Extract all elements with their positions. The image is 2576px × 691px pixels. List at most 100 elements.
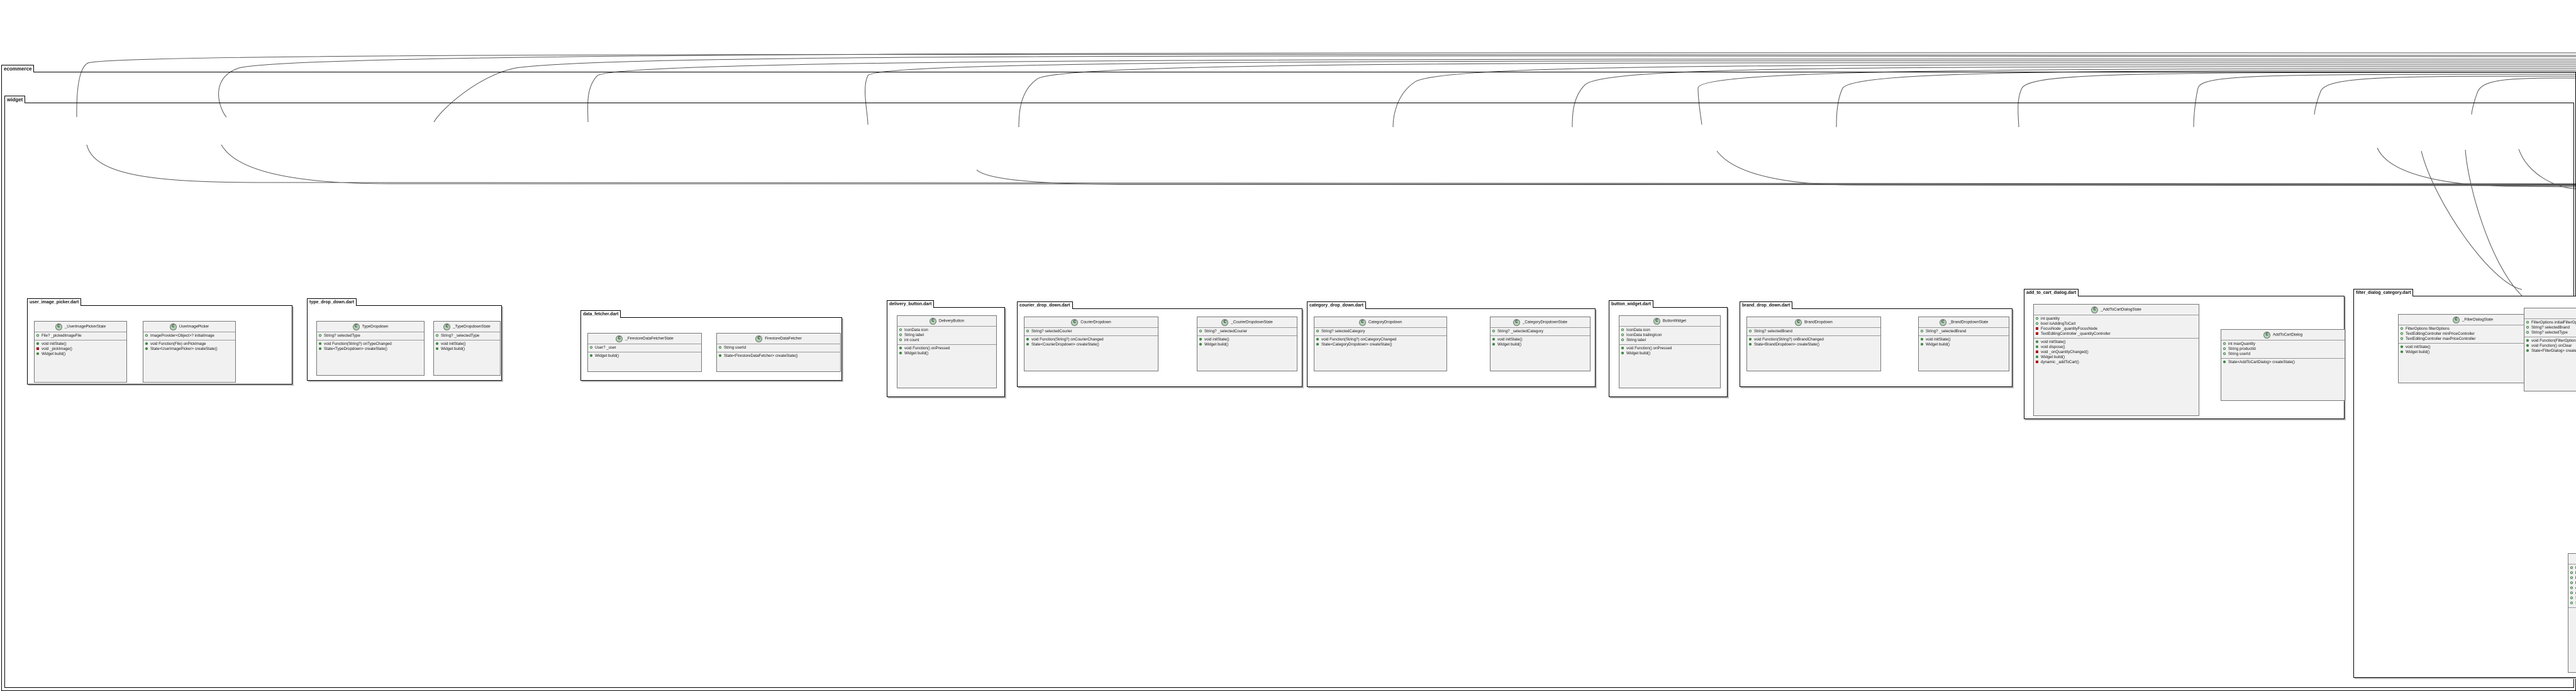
field-row: String productId bbox=[2223, 347, 2343, 352]
class-header: C_BrandDropdownState bbox=[1919, 317, 2009, 328]
field-text: String? _selectedCourier bbox=[1204, 329, 1248, 334]
method-text: void initState() bbox=[1204, 337, 1230, 342]
visibility-icon bbox=[590, 354, 592, 357]
method-row: State<CategoryDropdown> createState() bbox=[1316, 342, 1445, 347]
class-fields: String? selectedCourier bbox=[1024, 328, 1158, 336]
class-methods: void initState()Widget build() bbox=[1919, 336, 2009, 349]
field-row: double? maxPri bbox=[2570, 591, 2576, 596]
class-header: CFilterOp bbox=[2568, 554, 2576, 565]
class-fields: User? _user bbox=[588, 344, 701, 352]
class-name: _AddToCartDialogState bbox=[2101, 307, 2141, 312]
field-row: String? selected bbox=[2570, 601, 2576, 606]
method-row: void initState() bbox=[1199, 337, 1295, 342]
visibility-icon bbox=[2526, 331, 2529, 334]
file-label: add_to_cart_dialog.dart bbox=[2024, 289, 2079, 296]
visibility-icon bbox=[2570, 602, 2573, 605]
field-row: int quantity bbox=[2036, 317, 2197, 322]
class-header: C_CategoryDropdownState bbox=[1491, 317, 1590, 328]
visibility-icon bbox=[1621, 347, 1624, 350]
field-text: IconData icon bbox=[904, 328, 928, 332]
visibility-icon bbox=[2570, 576, 2573, 580]
field-row: String? _selectedCategory bbox=[1492, 329, 1588, 334]
package-widget-label: widget bbox=[4, 96, 26, 103]
file-label: user_image_picker.dart bbox=[27, 298, 82, 306]
method-text: Widget build() bbox=[1626, 351, 1651, 356]
method-text: Widget build() bbox=[595, 354, 619, 358]
field-row: IconData icon bbox=[899, 328, 994, 333]
field-text: String userId bbox=[2228, 352, 2251, 356]
visibility-icon bbox=[1026, 338, 1029, 341]
method-row: void Function(String?) onTypeChanged bbox=[319, 342, 422, 347]
class-stereotype-icon: C bbox=[755, 335, 763, 342]
field-text: IconData trailingIcon bbox=[1626, 333, 1662, 337]
connector-line bbox=[587, 59, 2576, 123]
visibility-icon bbox=[2526, 339, 2529, 342]
visibility-icon bbox=[2526, 326, 2529, 329]
visibility-icon bbox=[1492, 343, 1495, 346]
field-text: FilterOptions filterOptions bbox=[2406, 327, 2450, 331]
method-row: Widget build() bbox=[1921, 342, 2007, 347]
connector-line bbox=[86, 144, 2576, 184]
visibility-icon bbox=[36, 352, 39, 356]
method-text: void _onQuantityChanged() bbox=[2041, 350, 2089, 354]
connector-line bbox=[976, 169, 2576, 186]
visibility-icon bbox=[436, 347, 438, 351]
visibility-icon bbox=[436, 342, 438, 346]
field-row: bool sortPriceDe bbox=[2570, 581, 2576, 586]
class-name: CategoryDropdown bbox=[1368, 320, 1402, 325]
class-stereotype-icon: C bbox=[1221, 319, 1229, 326]
method-row: Widget build() bbox=[1492, 342, 1588, 347]
visibility-icon bbox=[2036, 351, 2038, 354]
connector-line bbox=[76, 53, 2576, 118]
class-methods: void initState()Widget build() bbox=[1197, 336, 1297, 349]
visibility-icon bbox=[2036, 356, 2038, 359]
field-row: String label bbox=[1621, 338, 1718, 343]
method-row: State<AddToCartDialog> createState() bbox=[2223, 360, 2343, 365]
field-row: FilterOptions initialFilterOption bbox=[2526, 320, 2576, 325]
method-text: void initState() bbox=[441, 342, 466, 346]
visibility-icon bbox=[2570, 597, 2573, 600]
field-row: TextEditingController minPriceController bbox=[2401, 332, 2545, 337]
class-methods: void initState()Widget build() bbox=[434, 340, 500, 353]
visibility-icon bbox=[2570, 592, 2573, 595]
class-name: ButtonWidget bbox=[1662, 318, 1687, 323]
class-stereotype-icon: C bbox=[929, 318, 936, 325]
visibility-icon bbox=[2401, 332, 2403, 335]
method-text: Widget build() bbox=[2406, 350, 2430, 354]
visibility-icon bbox=[1492, 338, 1495, 341]
file-label: data_fetcher.dart bbox=[580, 310, 621, 318]
method-text: void Function() onClear bbox=[2531, 344, 2572, 348]
connector-line bbox=[218, 52, 2576, 118]
class-header: C_CourierDropdownState bbox=[1197, 317, 1297, 328]
visibility-icon bbox=[590, 346, 592, 349]
visibility-icon bbox=[899, 339, 902, 342]
method-row: void Function() onPressed bbox=[899, 346, 994, 351]
connector-line bbox=[1572, 66, 2576, 128]
method-row: void initState() bbox=[2036, 340, 2197, 345]
visibility-icon bbox=[719, 354, 721, 357]
connector-line bbox=[2314, 76, 2576, 115]
method-row: void Function(FilterOptions, St bbox=[2526, 339, 2576, 344]
class-filterdi: CFilterDiFilterOptions initialFilterOpti… bbox=[2524, 308, 2576, 391]
method-text: State<CategoryDropdown> createState() bbox=[1321, 342, 1392, 347]
visibility-icon bbox=[2570, 587, 2573, 590]
method-row: Widget build() bbox=[2401, 350, 2545, 355]
visibility-icon bbox=[1749, 330, 1752, 333]
class-methods: void initState()void dispose()void _onQu… bbox=[2034, 339, 2199, 366]
visibility-icon bbox=[1026, 343, 1029, 346]
visibility-icon bbox=[2526, 344, 2529, 347]
method-text: Widget build() bbox=[42, 352, 66, 356]
visibility-icon bbox=[319, 342, 321, 346]
method-text: void initState() bbox=[1926, 337, 1951, 342]
visibility-icon bbox=[1621, 352, 1624, 355]
field-text: int maxQuantity bbox=[2228, 342, 2255, 346]
